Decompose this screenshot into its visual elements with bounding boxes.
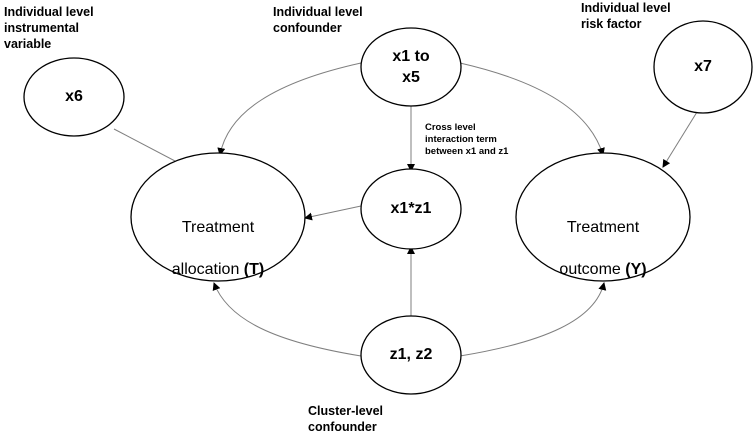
treatment-allocation-line1: Treatment xyxy=(181,219,255,236)
edge-x7-to-outcome xyxy=(662,111,698,168)
edge-x1x5-to-outcome xyxy=(459,62,605,156)
treatment-allocation-line2: allocation xyxy=(171,261,244,278)
treatment-outcome-line2: outcome xyxy=(559,261,626,278)
treatment-outcome-symbol: (Y) xyxy=(625,261,647,278)
label-risk-factor: Individual level risk factor xyxy=(581,1,671,31)
node-x1-to-x5-text: x1 to x5 xyxy=(392,48,430,86)
node-x6-text: x6 xyxy=(65,88,83,105)
node-x1-to-x5 xyxy=(360,27,462,107)
node-treatment-outcome-text: Treatment outcome (Y) xyxy=(516,196,690,280)
treatment-allocation-symbol: (T) xyxy=(243,261,265,278)
node-x7 xyxy=(653,20,753,114)
edge-z1z2-to-treatment xyxy=(212,282,362,357)
node-x1z1 xyxy=(360,168,462,250)
edges xyxy=(113,62,698,357)
node-treatment-allocation-text: Treatment allocation (T) xyxy=(131,196,305,280)
edge-z1z2-to-outcome xyxy=(459,282,607,357)
node-x6 xyxy=(23,57,125,137)
edge-x1z1-to-treatment xyxy=(304,205,362,221)
edge-x1x5-to-treatment xyxy=(217,62,362,156)
node-x1z1-text: x1*z1 xyxy=(390,200,432,217)
node-z1z2 xyxy=(360,315,462,395)
label-individual-confounder: Individual level confounder xyxy=(273,5,363,35)
node-x7-text: x7 xyxy=(694,58,712,75)
node-treatment-allocation xyxy=(130,152,306,282)
label-cluster-confounder: Cluster-level confounder xyxy=(308,404,384,434)
label-cross-level-interaction: Cross level interaction term between x1 … xyxy=(425,122,509,157)
label-instrumental-variable: Individual level instrumental variable xyxy=(4,5,94,51)
node-treatment-outcome xyxy=(515,152,691,282)
nodes xyxy=(23,20,753,395)
treatment-outcome-line1: Treatment xyxy=(566,219,640,236)
node-z1z2-text: z1, z2 xyxy=(389,346,433,363)
